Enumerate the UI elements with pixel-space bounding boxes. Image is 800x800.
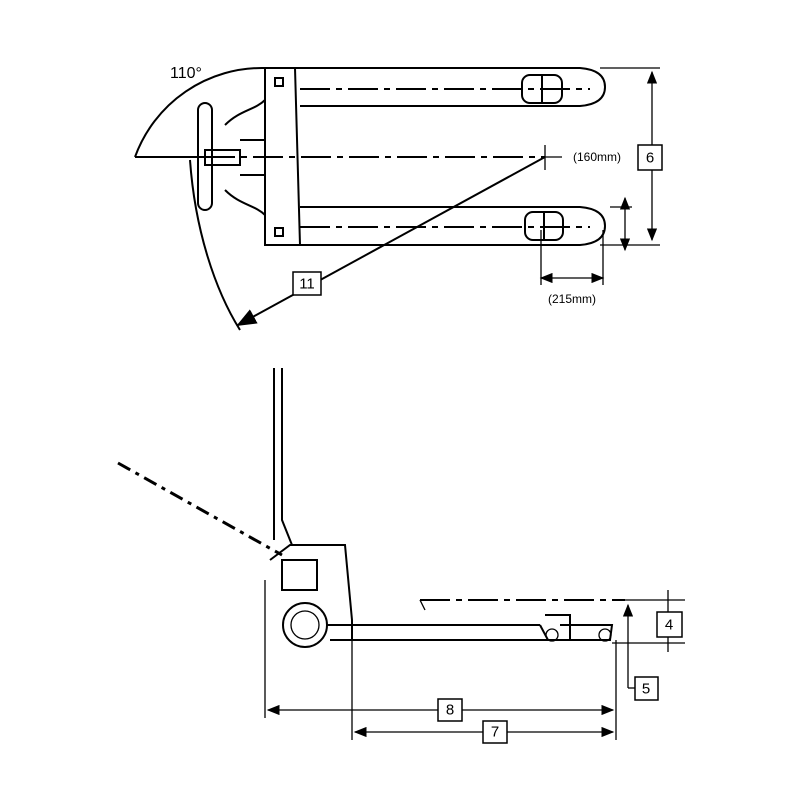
side-view: 4 5 8 7 <box>117 368 685 744</box>
center-dim-label: (160mm) <box>573 150 621 164</box>
callout-7: 7 <box>491 724 499 741</box>
callout-8: 8 <box>446 702 454 719</box>
top-view: 110° (160mm) 6 11 (215mm) <box>134 65 663 331</box>
swing-arc <box>189 159 241 331</box>
steer-wheel <box>282 602 328 648</box>
handle-upright <box>273 368 293 546</box>
angle-arc <box>134 66 266 158</box>
fork-top <box>295 67 607 107</box>
fork-bottom <box>300 206 607 246</box>
callout-4: 4 <box>665 617 673 634</box>
wheel-dim-label: (215mm) <box>548 292 596 306</box>
angle-label: 110° <box>170 65 202 82</box>
callout-5: 5 <box>642 681 650 698</box>
callout-11: 11 <box>299 276 315 293</box>
turning-radius-line <box>236 156 546 326</box>
handle-inclined <box>117 461 283 557</box>
callout-6: 6 <box>646 150 654 167</box>
